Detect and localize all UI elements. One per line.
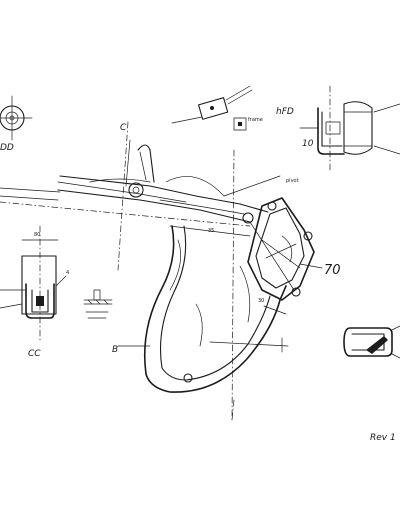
section-c-label: C	[120, 123, 127, 133]
top-right-capsule-section: 10	[299, 85, 400, 173]
section-cc-label: CC	[28, 349, 41, 359]
barrel-assembly: pivot	[0, 139, 299, 223]
part-70-label: 70	[324, 263, 341, 278]
revision-label: Rev 1	[370, 433, 396, 443]
construction-lines	[0, 201, 289, 421]
trigger-mechanism: 70 35 30	[208, 197, 341, 315]
note-pivot-label: pivot	[286, 178, 299, 184]
dim-30-label: 30	[258, 298, 264, 304]
section-line-c: C	[117, 121, 129, 271]
grip-handle	[143, 225, 287, 393]
note-top-label: hFD	[276, 107, 294, 117]
dim-35-label: 35	[208, 228, 214, 234]
note-frame-label: frame	[248, 117, 263, 123]
dim-10-label: 10	[302, 139, 314, 149]
rod-block-detail: frame hFD	[171, 85, 294, 131]
rail-hatch-detail	[83, 289, 113, 319]
dim-80-label: 80	[34, 232, 40, 238]
right-profile-detail	[343, 325, 400, 359]
section-cc-detail: 80 4 CC	[0, 225, 69, 359]
section-dd-detail: DD	[0, 95, 33, 153]
section-b-label: B	[112, 345, 118, 355]
dim-4-label: 4	[66, 270, 69, 276]
section-dd-label: DD	[0, 143, 14, 153]
